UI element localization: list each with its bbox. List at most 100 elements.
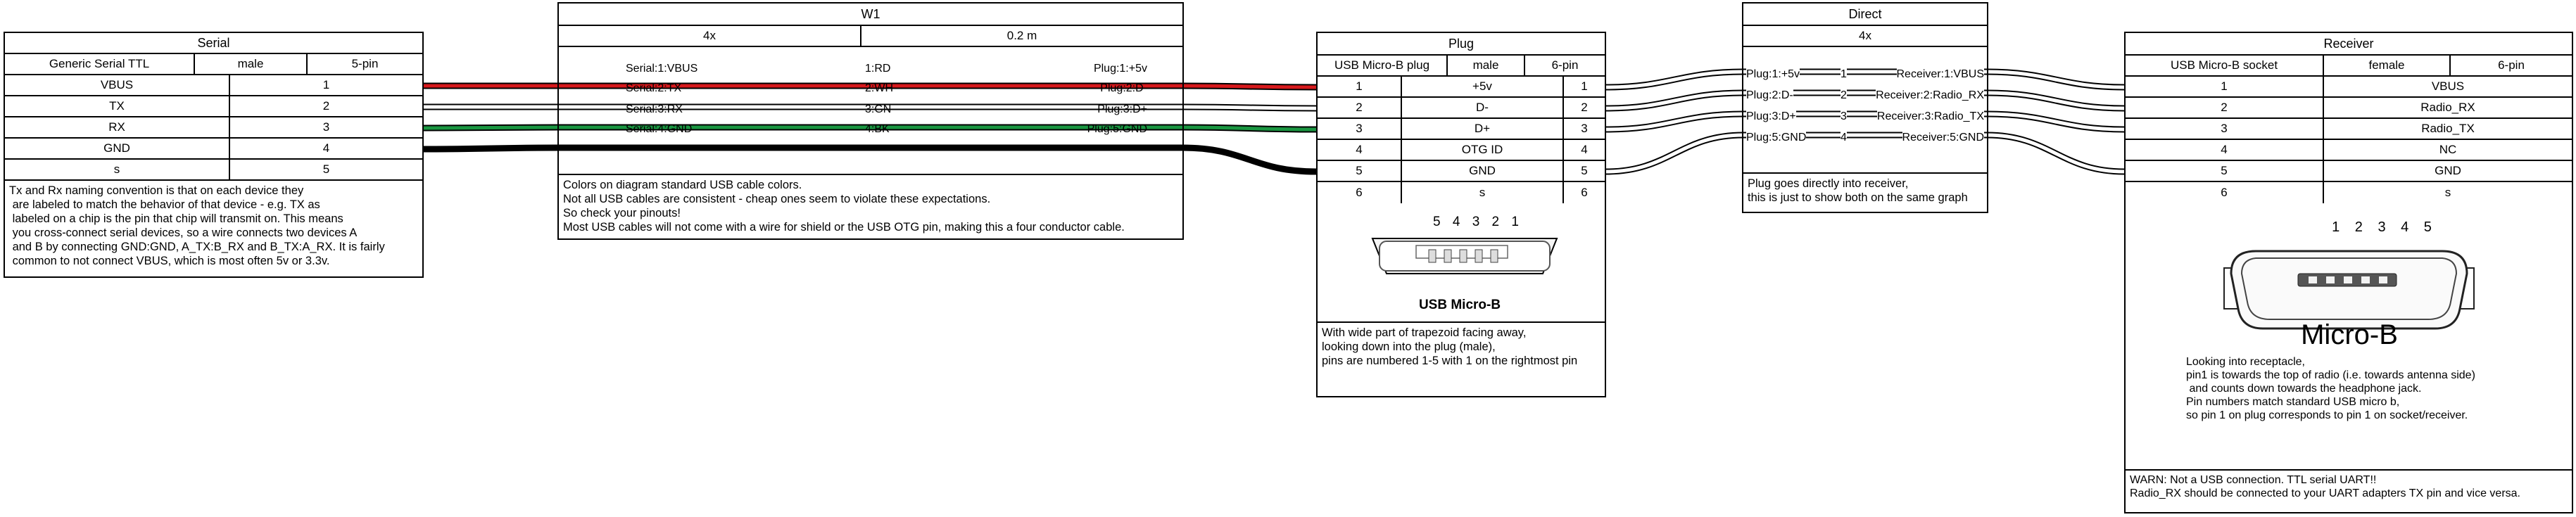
plug-image: 5 4 3 2 1 USB Micro-B [1318, 203, 1605, 323]
serial-pin-name: VBUS [5, 75, 230, 95]
plug-pin-right: 6 [1581, 186, 1588, 199]
direct-row-to: Receiver:5:GND [1902, 132, 1984, 144]
w1-row-from: Serial:1:VBUS [626, 63, 698, 75]
plug-pin-left: 6 [1318, 182, 1402, 203]
receiver-pin-num: 1 [2126, 77, 2324, 96]
receiver-type: USB Micro-B socket [2126, 56, 2324, 75]
receiver-title: Receiver [2323, 36, 2374, 51]
direct-wire-1 [1605, 70, 2125, 89]
w1-wire-3 [423, 125, 1317, 132]
plug-pin-name: D- [1402, 98, 1564, 117]
receiver-connector: Receiver USB Micro-B socket female 6-pin… [2124, 32, 2573, 513]
receiver-pin-row: 3 Radio_TX [2126, 119, 2572, 140]
w1-length: 0.2 m [1006, 29, 1037, 42]
plug-pin-left: 1 [1318, 77, 1402, 96]
plug-pin-name: OTG ID [1402, 140, 1564, 160]
direct-wire-2 [1605, 91, 2125, 110]
serial-pin-num: 2 [322, 99, 330, 113]
w1-note: Colors on diagram standard USB cable col… [559, 175, 1182, 237]
receiver-pin-name: VBUS [2431, 79, 2465, 93]
serial-pin-name: TX [5, 96, 230, 116]
direct-row-from: Plug:2:D- [1746, 89, 1793, 102]
direct-wire-3 [1605, 112, 2125, 132]
w1-row-from: Serial:2:TX [626, 82, 682, 94]
receiver-pin-row: 1 VBUS [2126, 77, 2572, 98]
receiver-pin-num: 6 [2126, 182, 2324, 203]
receiver-image-pin-labels: 1 2 3 4 5 [2332, 219, 2437, 235]
direct-row-from: Plug:3:D+ [1746, 110, 1796, 123]
receiver-image: 1 2 3 4 5 Micro-B Looking into receptacl… [2126, 203, 2572, 471]
plug-pin-left: 5 [1318, 161, 1402, 181]
plug-note: With wide part of trapezoid facing away,… [1322, 326, 1578, 367]
plug-gender: male [1448, 56, 1525, 75]
plug-pin-name: D+ [1402, 119, 1564, 139]
w1-row-to: Plug:5:GND [1087, 123, 1147, 135]
direct-row-wire: 4 [1841, 132, 1847, 144]
serial-note: Tx and Rx naming convention is that on e… [9, 184, 385, 267]
receiver-pin-num: 5 [2126, 161, 2324, 181]
serial-pincount: 5-pin [351, 57, 379, 70]
direct-title: Direct [1848, 6, 1882, 21]
w1-row-wire: 4:BK [865, 123, 890, 135]
plug-pin-right: 1 [1581, 79, 1588, 93]
plug-pin-left: 3 [1318, 119, 1402, 139]
direct-row-wire: 2 [1841, 89, 1847, 102]
w1-row-wire: 3:GN [865, 103, 892, 115]
plug-pin-name: s [1402, 182, 1564, 203]
w1-title: W1 [861, 6, 880, 21]
receiver-pin-name: GND [2435, 164, 2461, 177]
w1-row-from: Serial:4:GND [626, 123, 693, 135]
serial-pin-num: 5 [322, 162, 330, 176]
receiver-pin-name: s [2444, 186, 2451, 199]
direct-wire-4 [1605, 133, 2125, 174]
direct-row-from: Plug:5:GND [1746, 132, 1807, 144]
plug-pin-right: 2 [1581, 101, 1588, 114]
serial-pin-name: GND [5, 139, 230, 158]
plug-pin-left: 2 [1318, 98, 1402, 117]
direct-note: Plug goes directly into receiver, this i… [1743, 174, 1987, 208]
plug-pin-name: +5v [1402, 77, 1564, 96]
receiver-pin-name: NC [2439, 143, 2457, 156]
plug-pin-right: 4 [1581, 143, 1588, 156]
plug-title: Plug [1448, 36, 1475, 51]
direct-row-from: Plug:1:+5v [1746, 68, 1800, 81]
serial-connector: Serial Generic Serial TTL male 5-pin VBU… [4, 32, 424, 278]
plug-type: USB Micro-B plug [1318, 56, 1448, 75]
receiver-warning: WARN: Not a USB connection. TTL serial U… [2130, 474, 2520, 499]
plug-pin-name: GND [1402, 161, 1564, 181]
receiver-pin-num: 3 [2126, 119, 2324, 139]
direct-row-to: Receiver:1:VBUS [1896, 68, 1984, 81]
w1-count: 4x [559, 26, 861, 46]
w1-row-from: Serial:3:RX [626, 103, 683, 115]
w1-row-wire: 2:WH [865, 82, 893, 94]
plug-pin-left: 4 [1318, 140, 1402, 160]
w1-row-to: Plug:3:D+ [1097, 103, 1147, 115]
receiver-pincount: 6-pin [2498, 58, 2525, 72]
plug-pin-right: 3 [1581, 122, 1588, 135]
receiver-note: Looking into receptacle, pin1 is towards… [2186, 356, 2475, 421]
receiver-image-caption: Micro-B [2301, 319, 2398, 350]
receiver-gender: female [2324, 56, 2451, 75]
serial-pin-name: s [5, 160, 230, 179]
receiver-pin-row: 5 GND [2126, 161, 2572, 182]
serial-pin-name: RX [5, 117, 230, 137]
plug-image-caption: USB Micro-B [1419, 298, 1501, 312]
w1-wire-1 [424, 84, 1317, 89]
direct-row-wire: 1 [1841, 68, 1847, 81]
plug-pin-right: 5 [1581, 164, 1588, 177]
plug-image-pin-labels: 5 4 3 2 1 [1433, 215, 1523, 229]
w1-row-to: Plug:2:D- [1100, 82, 1147, 94]
serial-type: Generic Serial TTL [5, 54, 195, 74]
w1-row-wire: 1:RD [865, 63, 891, 75]
receiver-pin-name: Radio_TX [2421, 122, 2475, 135]
